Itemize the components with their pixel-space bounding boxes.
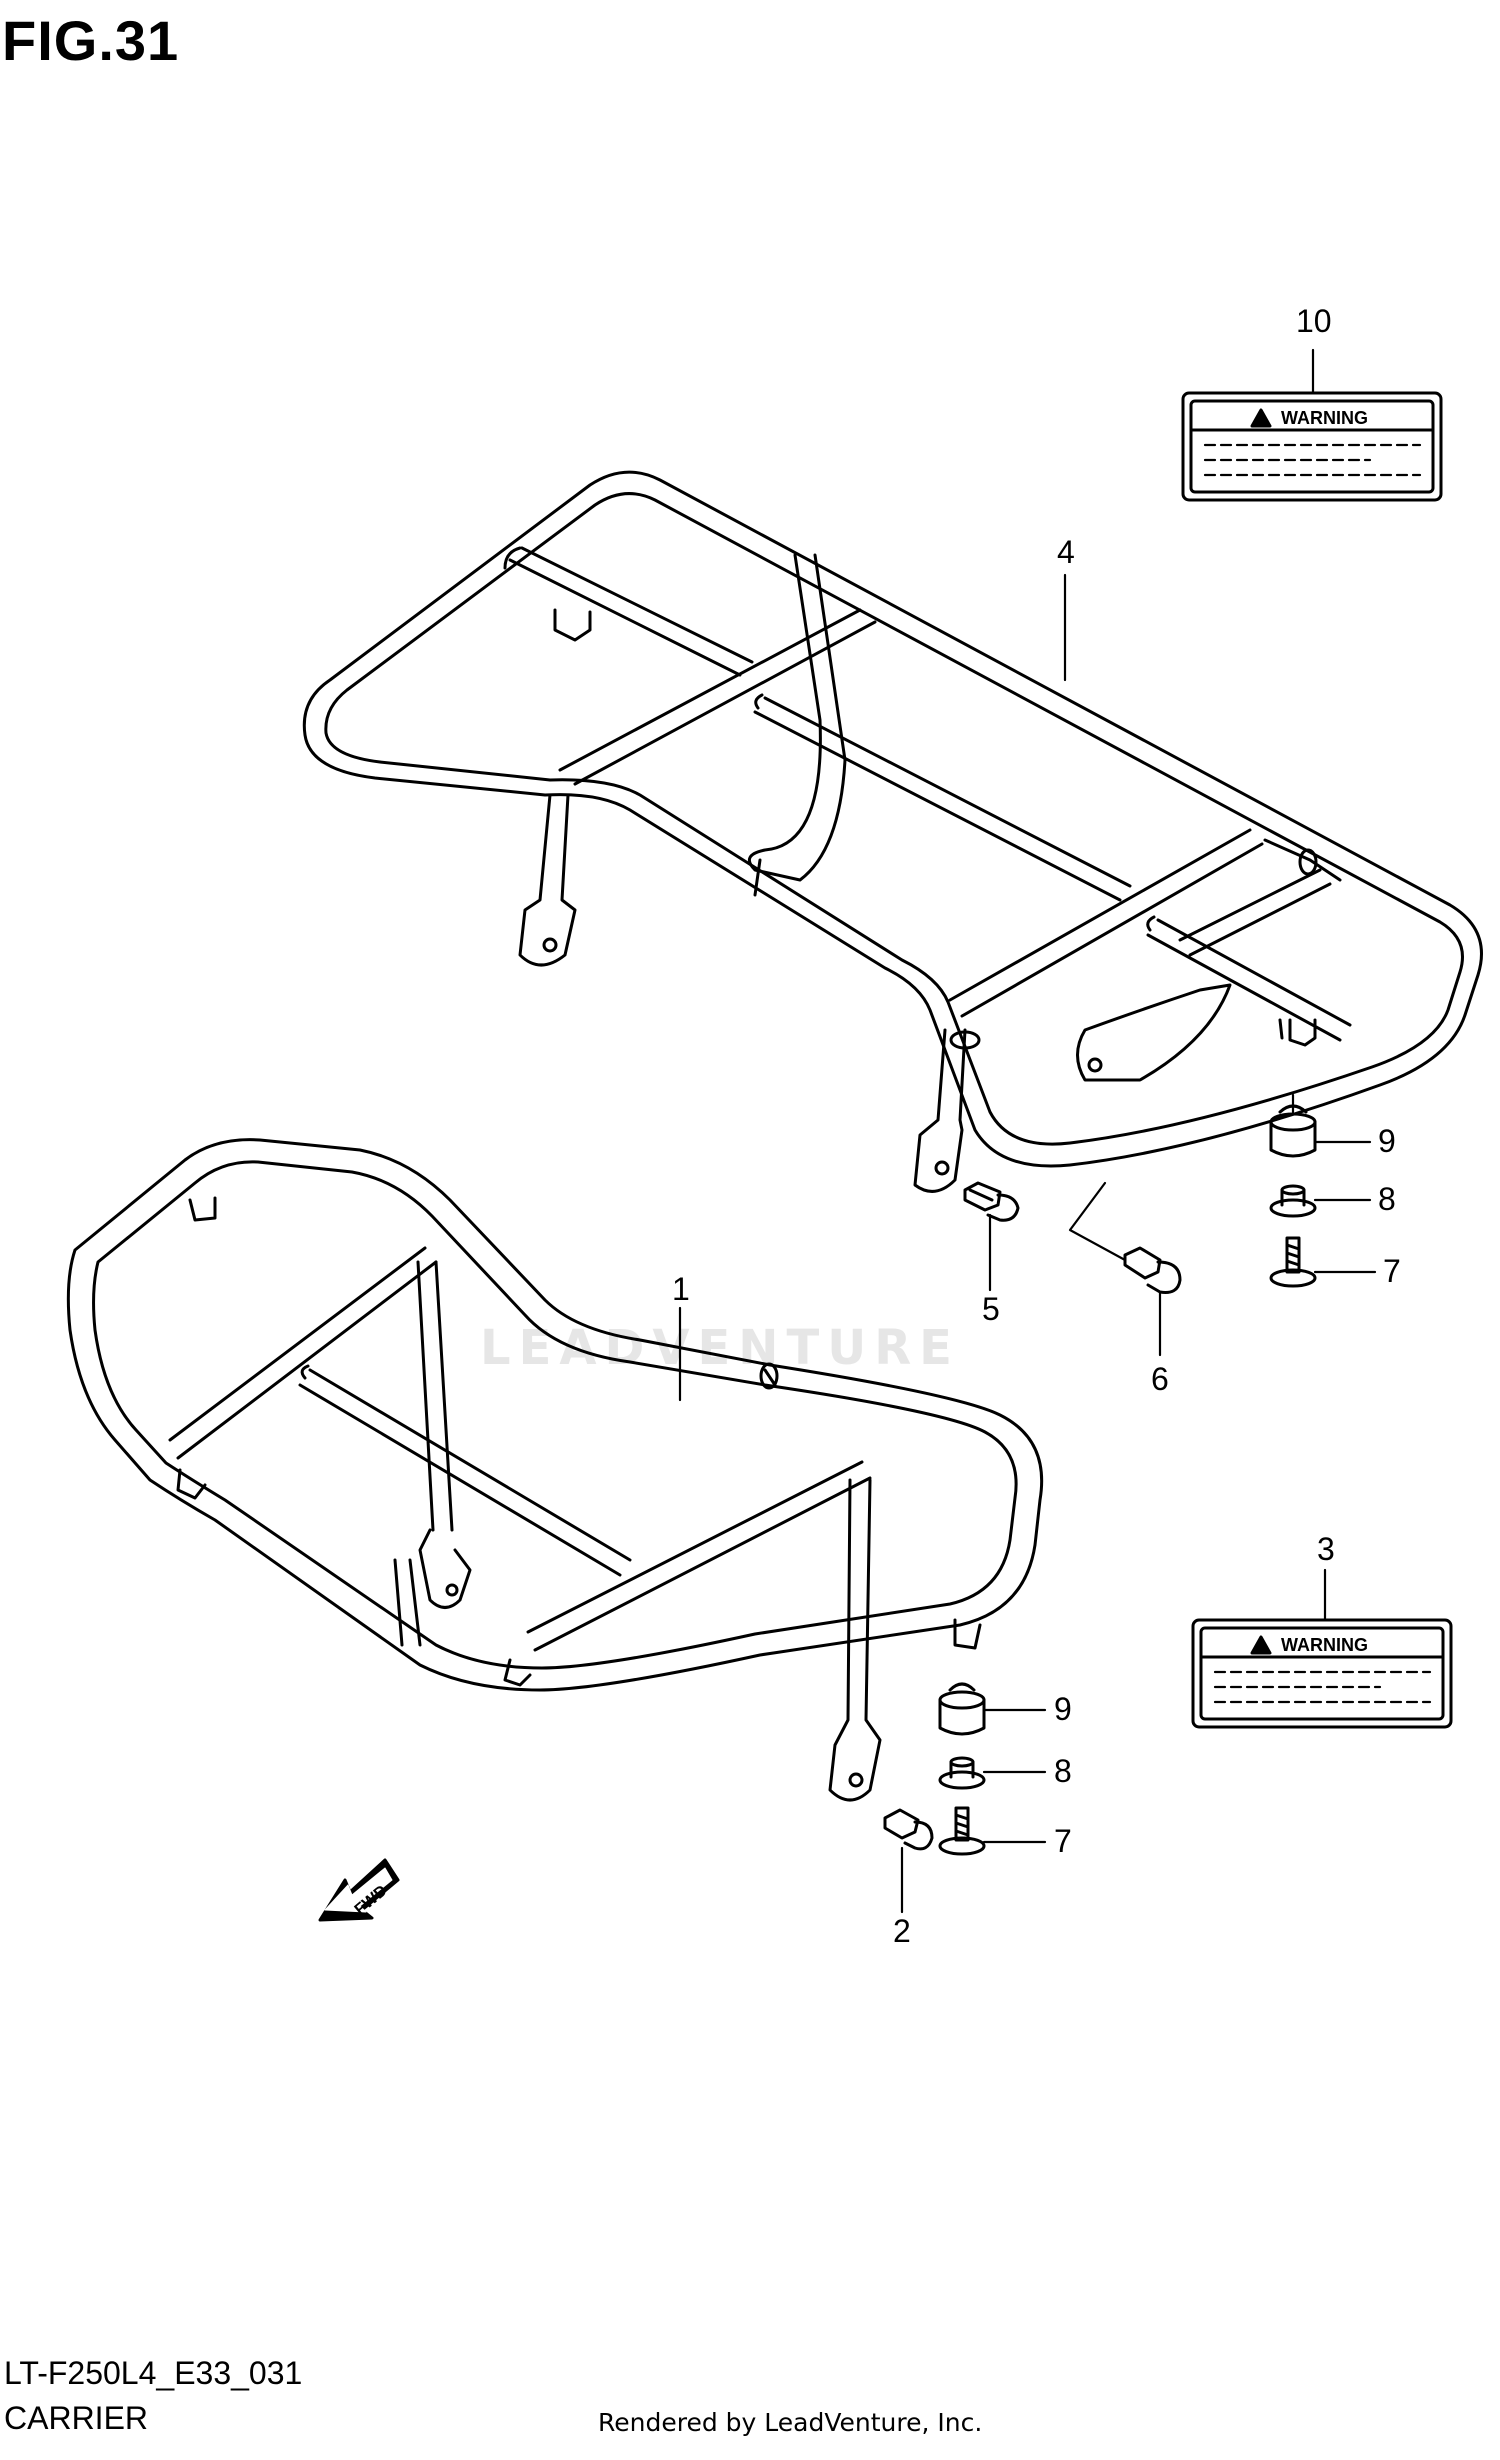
callout-10: 10 (1296, 303, 1332, 339)
fwd-arrow-icon (318, 1858, 400, 1922)
leader-lines (678, 348, 1377, 1914)
bolt-2 (883, 1808, 934, 1851)
warning-text-bottom: WARNING (1281, 1635, 1368, 1655)
warning-label-3 (1191, 1618, 1453, 1729)
callout-1: 1 (672, 1271, 690, 1307)
rear-carrier (302, 470, 1483, 1193)
callout-7-rear: 7 (1383, 1253, 1401, 1289)
callout-5: 5 (982, 1291, 1000, 1327)
callout-4: 4 (1057, 534, 1075, 570)
screw-7-front (938, 1806, 986, 1856)
collar-8-front (938, 1756, 986, 1790)
bolt-5 (963, 1181, 1020, 1222)
figure-caption: CARRIER (4, 2400, 149, 2436)
collar-8-rear (1269, 1184, 1317, 1218)
callout-3: 3 (1317, 1531, 1335, 1567)
cushion-9-rear (1269, 1104, 1317, 1158)
callout-2: 2 (893, 1913, 911, 1949)
watermark-text: LEADVENTURE (480, 1320, 960, 1376)
cushion-9-front (938, 1682, 986, 1736)
screw-7-rear (1269, 1236, 1317, 1288)
callout-6: 6 (1151, 1361, 1169, 1397)
rendered-by-credit: Rendered by LeadVenture, Inc. (598, 2408, 983, 2437)
callout-9-rear: 9 (1378, 1123, 1396, 1159)
bolt-6 (1123, 1246, 1182, 1294)
front-carrier (66, 1138, 1044, 1802)
callout-8-front: 8 (1054, 1753, 1072, 1789)
callout-7-front: 7 (1054, 1823, 1072, 1859)
figure-code: LT-F250L4_E33_031 (4, 2355, 303, 2391)
warning-text-top: WARNING (1281, 408, 1368, 428)
figure-title: FIG.31 (2, 9, 180, 72)
callout-9-front: 9 (1054, 1691, 1072, 1727)
callout-8-rear: 8 (1378, 1181, 1396, 1217)
